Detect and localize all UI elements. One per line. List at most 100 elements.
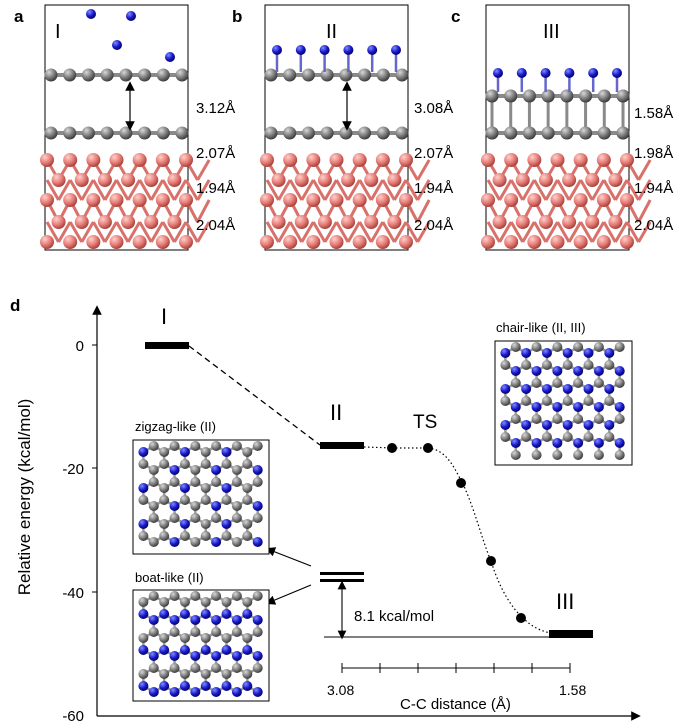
dist-c-3: 1.94Å — [634, 180, 673, 197]
substrate-atom — [596, 153, 611, 167]
substrate-bond — [277, 179, 292, 201]
substrate-bond — [509, 179, 525, 201]
hydrogen-atom — [138, 645, 149, 655]
substrate-atom — [620, 235, 634, 249]
carbon-atom — [159, 597, 170, 607]
graphene-layers-b — [264, 45, 409, 140]
carbon-atom — [148, 627, 159, 637]
carbon-atom — [264, 126, 278, 140]
substrate-atom — [121, 215, 136, 229]
carbon-atom — [541, 126, 555, 140]
carbon-atom — [221, 459, 232, 469]
hydrogen-atom — [190, 651, 201, 661]
substrate-atom — [283, 193, 298, 207]
hydrogen-atom — [614, 366, 625, 376]
substrate-bond — [521, 179, 536, 201]
carbon-atom — [179, 459, 190, 469]
hydrogen-atom — [159, 609, 170, 619]
carbon-atom — [138, 669, 149, 679]
carbon-atom — [159, 669, 170, 679]
hydrogen-atom — [169, 651, 180, 661]
hydrogen-atom — [169, 687, 180, 697]
carbon-atom — [242, 495, 253, 505]
substrate-bond — [57, 179, 72, 201]
hydrogen-atom — [541, 420, 552, 430]
carbon-atom — [231, 513, 242, 523]
carbon-atom — [522, 89, 536, 103]
panel-a-roman: I — [55, 21, 61, 43]
hydrogen-atom — [138, 609, 149, 619]
carbon-atom — [231, 591, 242, 601]
carbon-atom — [500, 432, 511, 442]
carbon-atom — [190, 501, 201, 511]
substrate-bond — [277, 221, 292, 243]
substrate-atom — [271, 215, 286, 229]
carbon-atom — [339, 68, 353, 82]
substrate-atom — [596, 235, 611, 249]
substrate-atom — [538, 173, 553, 187]
substrate-atom — [364, 173, 379, 187]
carbon-atom — [148, 537, 159, 547]
hydrogen-atom — [593, 438, 604, 448]
substrate-atom — [306, 153, 321, 167]
carbon-atom — [221, 669, 232, 679]
carbon-atom — [562, 396, 573, 406]
hydrogen-atom — [562, 420, 573, 430]
carbon-atom — [169, 513, 180, 523]
carbon-atom — [231, 537, 242, 547]
carbon-atom — [100, 68, 114, 82]
substrate-bond — [196, 179, 211, 201]
substrate-bond — [265, 179, 280, 201]
hydrogen-atom — [200, 645, 211, 655]
hydrogen-atom — [179, 519, 190, 529]
substrate-atom — [527, 235, 542, 249]
carbon-atom — [200, 495, 211, 505]
hydrogen-atom — [190, 615, 201, 625]
carbon-atom — [138, 495, 149, 505]
substrate-atom — [550, 193, 565, 207]
substrate-bond — [92, 221, 107, 243]
carbon-atom — [179, 633, 190, 643]
y-tick-label-40: -40 — [62, 585, 84, 602]
substrate-bond — [393, 179, 408, 201]
substrate-atom — [132, 193, 147, 207]
carbon-atom — [159, 447, 170, 457]
hydrogen-atom — [221, 645, 232, 655]
carbon-atom — [510, 414, 521, 424]
hydrogen-atom — [500, 348, 511, 358]
hydrogen-atom — [148, 687, 159, 697]
hydrogen-atom — [126, 11, 136, 21]
hydrogen-atom — [604, 348, 615, 358]
level-boat — [320, 579, 364, 582]
substrate-atom — [515, 173, 530, 187]
hydrogen-atom — [148, 615, 159, 625]
substrate-atom — [341, 173, 356, 187]
substrate-atom — [492, 215, 507, 229]
distance-ticks — [341, 663, 571, 673]
path-point — [516, 613, 526, 623]
substrate-atom — [306, 193, 321, 207]
substrate-atom — [155, 193, 170, 207]
hydrogen-atom — [138, 483, 149, 493]
carbon-atom — [148, 501, 159, 511]
hydrogen-atom — [179, 609, 190, 619]
carbon-atom — [597, 126, 611, 140]
connector-I-II — [188, 345, 321, 446]
carbon-atom — [63, 126, 77, 140]
substrate-bond — [80, 221, 95, 243]
substrate-bond — [126, 179, 141, 201]
carbon-atom — [211, 663, 222, 673]
carbon-atom — [148, 513, 159, 523]
level-II — [320, 442, 364, 449]
carbon-atom — [200, 531, 211, 541]
hydrogen-atom — [593, 366, 604, 376]
substrate-bond — [393, 221, 408, 243]
carbon-atom — [138, 126, 152, 140]
hydrogen-atom — [211, 501, 222, 511]
panel-b-roman: II — [326, 21, 337, 43]
substrate-bond — [149, 179, 165, 201]
dist-a-4: 2.04Å — [196, 217, 235, 234]
hydrogen-atom — [211, 465, 222, 475]
substrate-bond — [416, 221, 431, 243]
